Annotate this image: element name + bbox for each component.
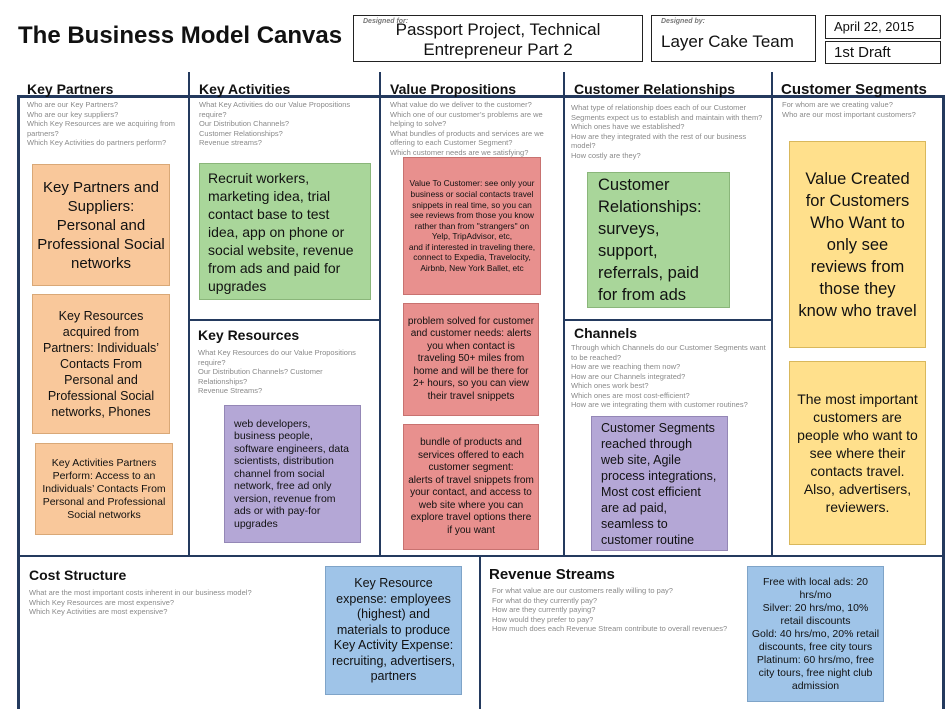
key-partners-note-3: Key Activities Partners Perform: Access … [35,443,173,535]
designed-for-value: Passport Project, Technical Entrepreneur… [395,20,601,59]
revenue-streams-questions: For what value are our customers really … [492,586,728,633]
key-partners-questions: Who are our Key Partners? Who are our ke… [27,100,175,147]
divider-ka-kr [188,319,381,321]
channels-title: Channels [574,325,638,341]
value-propositions-note-2: problem solved for customer and customer… [403,303,539,416]
value-propositions-title: Value Propositions [390,81,517,97]
key-partners-title: Key Partners [27,81,114,97]
revenue-streams-title: Revenue Streams [489,566,615,583]
customer-segments-questions: For whom are we creating value? Who are … [782,100,916,119]
key-activities-title: Key Activities [199,81,291,97]
divider-vp-cr [563,72,565,556]
divider-bottom-row [17,555,945,557]
designed-for-label: Designed for: [363,18,409,25]
divider-cr-ch [563,319,773,321]
key-resources-note: web developers, business people, softwar… [224,405,361,543]
canvas-title: The Business Model Canvas [18,22,343,49]
designed-for-box: Designed for: Passport Project, Technica… [353,15,643,62]
date-box: April 22, 2015 [825,15,941,39]
key-resources-questions: What Key Resources do our Value Proposit… [198,348,356,395]
channels-questions: Through which Channels do our Customer S… [571,343,766,409]
key-activities-note: Recruit workers, marketing idea, trial c… [199,163,371,300]
channels-note: Customer Segments reached through web si… [591,416,728,551]
value-propositions-note-1: Value To Customer: see only your busines… [403,157,541,295]
designed-by-box: Designed by: Layer Cake Team [651,15,816,62]
customer-relationships-title: Customer Relationships [574,81,736,97]
customer-segments-title: Customer Segments [781,81,927,98]
cost-structure-title: Cost Structure [29,567,127,583]
customer-relationships-note: Customer Relationships: surveys, support… [587,172,730,308]
version-value: 1st Draft [834,44,891,61]
value-propositions-questions: What value do we deliver to the customer… [390,100,544,157]
canvas-frame [17,95,945,709]
divider-kp-ka [188,72,190,556]
designed-by-value: Layer Cake Team [661,32,794,51]
key-partners-note-1: Key Partners and Suppliers: Personal and… [32,164,170,286]
key-resources-title: Key Resources [198,327,300,343]
revenue-streams-note: Free with local ads: 20 hrs/mo Silver: 2… [747,566,884,702]
date-value: April 22, 2015 [834,19,915,34]
version-box: 1st Draft [825,41,941,64]
customer-segments-note-2: The most important customers are people … [789,361,926,545]
cost-structure-note: Key Resource expense: employees (highest… [325,566,462,695]
divider-cost-revenue [479,555,481,709]
customer-segments-note-1: Value Created for Customers Who Want to … [789,141,926,348]
designed-by-label: Designed by: [661,18,705,25]
cost-structure-questions: What are the most important costs inhere… [29,588,252,616]
key-activities-questions: What Key Activities do our Value Proposi… [199,100,351,147]
customer-relationships-questions: What type of relationship does each of o… [571,103,763,160]
value-propositions-note-3: bundle of products and services offered … [403,424,539,550]
divider-ka-vp [379,72,381,556]
divider-cr-cs [771,72,773,556]
key-partners-note-2: Key Resources acquired from Partners: In… [32,294,170,434]
